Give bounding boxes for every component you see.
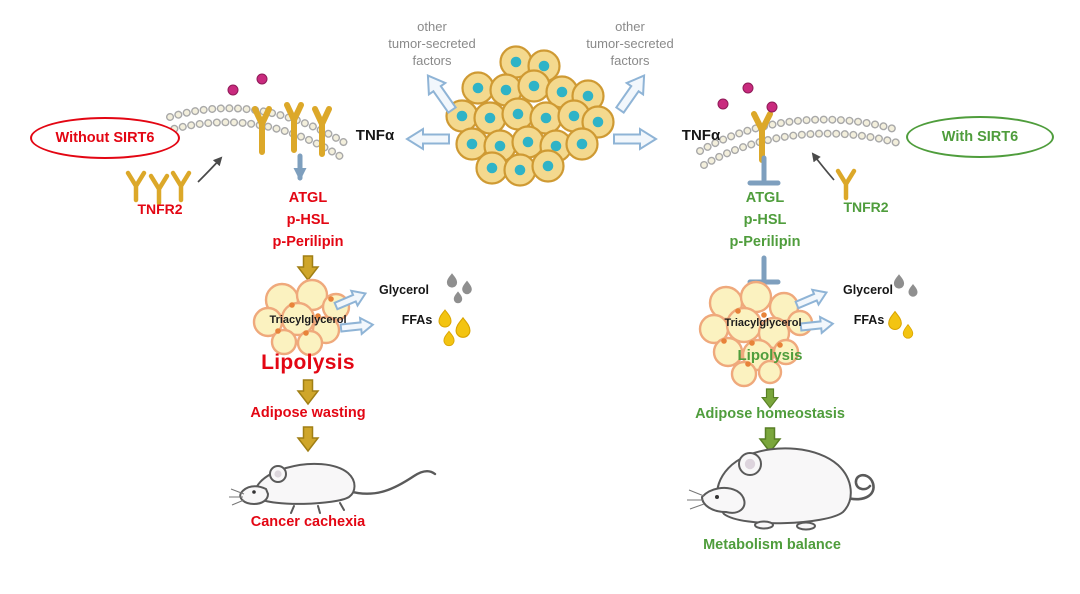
tnfr2-right-label: TNFR2: [843, 199, 889, 215]
adipose-wasting-label: Adipose wasting: [250, 405, 366, 421]
enzyme-list-left: ATGL p-HSL p-Perilipin: [252, 187, 364, 253]
ffas-right-label: FFAs: [853, 313, 885, 327]
triacylglycerol-right-label: Triacylglycerol: [724, 317, 802, 329]
ligand-dots-right: [717, 82, 778, 113]
metabolism-balance-label: Metabolism balance: [703, 537, 841, 553]
enzyme-atgl-right: ATGL: [745, 190, 785, 206]
tnfr2-left-label: TNFR2: [137, 201, 183, 217]
inhibition-bar-right-1: [747, 155, 781, 186]
without-sirt6-badge: Without SIRT6: [30, 117, 180, 159]
tnf-arrow-right: [613, 128, 657, 150]
adipocyte-cluster-right: [698, 280, 814, 388]
adipose-homeostasis-label: Adipose homeostasis: [695, 406, 845, 422]
tumor-secreted-factors-right-label: other tumor-secreted factors: [586, 19, 674, 69]
adipocyte-cluster-left: [252, 278, 351, 357]
tnf-receptor-left-icon: [252, 102, 332, 157]
mouse-healthy: [687, 447, 875, 531]
tnf-receptor-right-icon: [751, 111, 773, 163]
tnf-arrow-left: [406, 128, 450, 150]
block-arrow-left-1: [297, 255, 319, 281]
tnfr2-free-receptor-right-icon: [835, 168, 857, 201]
tnfr2-free-receptors-left-icon: [125, 170, 192, 206]
enzyme-phsl-right: p-HSL: [743, 212, 787, 228]
tnf-alpha-left-label: TNFα: [355, 127, 395, 144]
with-sirt6-badge: With SIRT6: [906, 116, 1054, 158]
glycerol-right-label: Glycerol: [842, 283, 894, 297]
enzyme-phsl-left: p-HSL: [286, 212, 330, 228]
enzyme-list-right: ATGL p-HSL p-Perilipin: [709, 187, 821, 253]
factors-arrow-right: [610, 68, 654, 117]
ffas-left-label: FFAs: [401, 313, 433, 327]
block-arrow-left-3: [297, 426, 319, 452]
translocation-arrow-right: [811, 152, 835, 181]
glycerol-arrow-right: [792, 284, 831, 314]
glycerol-left-label: Glycerol: [378, 283, 430, 297]
translocation-arrow-left: [197, 156, 223, 183]
cancer-cachexia-label: Cancer cachexia: [250, 514, 366, 530]
block-arrow-left-2: [297, 379, 319, 405]
glycerol-droplets-left-icon: [446, 273, 472, 304]
inhibition-bar-right-2: [747, 255, 781, 285]
ffa-droplets-left-icon: [438, 309, 471, 347]
lipolysis-left-label: Lipolysis: [261, 351, 355, 374]
tumor-cluster: [445, 45, 615, 187]
lipolysis-right-label: Lipolysis: [737, 347, 803, 364]
tnf-alpha-right-label: TNFα: [681, 127, 721, 144]
enzyme-pperilipin-right: p-Perilipin: [729, 234, 801, 250]
triacylglycerol-left-label: Triacylglycerol: [269, 314, 347, 326]
factors-arrow-left: [418, 68, 462, 117]
tumor-secreted-factors-left-label: other tumor-secreted factors: [388, 19, 476, 69]
block-arrow-right-1: [761, 388, 779, 409]
mouse-cachexia: [229, 462, 437, 514]
ligand-dots-left: [227, 73, 268, 96]
enzyme-pperilipin-left: p-Perilipin: [272, 234, 344, 250]
membrane-right: [696, 115, 902, 169]
enzyme-atgl-left: ATGL: [288, 190, 328, 206]
